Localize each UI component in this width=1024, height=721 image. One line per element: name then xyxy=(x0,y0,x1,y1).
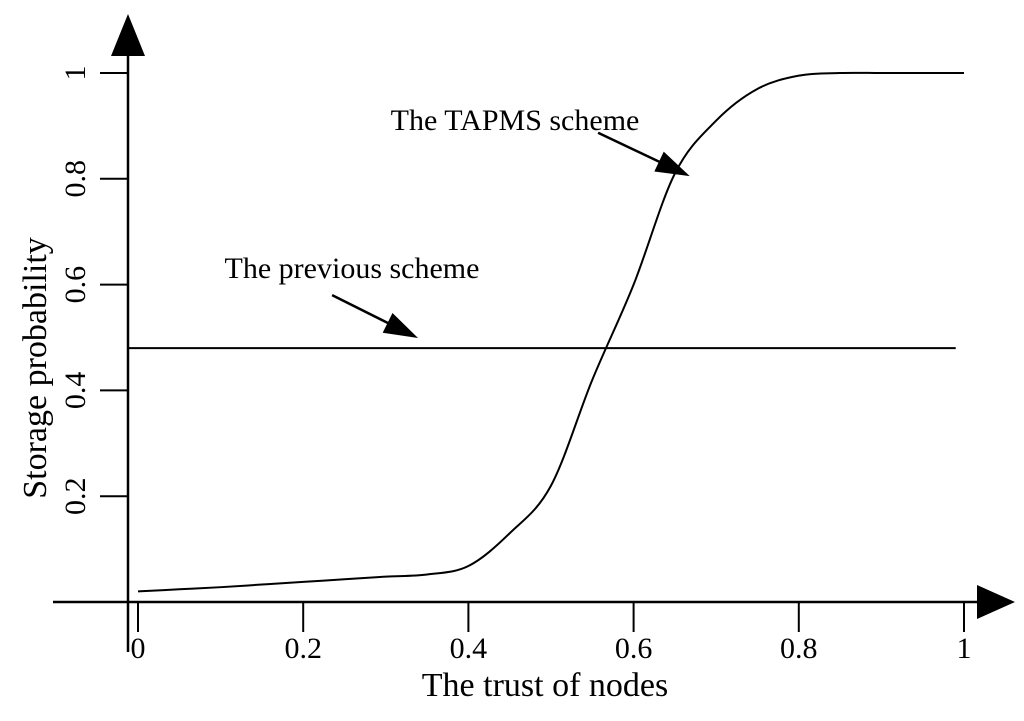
y-tick-label: 1 xyxy=(59,66,92,81)
annotation-tapms-arrow-line xyxy=(597,131,664,165)
x-tick-label: 0.4 xyxy=(450,632,488,665)
series-tapms-curve xyxy=(137,71,964,593)
x-tick-label: 0 xyxy=(131,632,146,665)
y-tick-label: 0.6 xyxy=(59,266,92,304)
x-tick-label: 0.2 xyxy=(284,632,322,665)
y-tick-label: 0.8 xyxy=(59,160,92,198)
y-axis-arrowhead-icon xyxy=(111,14,145,56)
y-tick-label: 0.4 xyxy=(59,372,92,410)
x-axis-title: The trust of nodes xyxy=(421,667,669,704)
x-tick-label: 0.8 xyxy=(780,632,818,665)
annotation-tapms-arrow-head-icon xyxy=(654,151,690,177)
annotation-previous-arrow-head-icon xyxy=(382,313,419,339)
x-tick-label: 1 xyxy=(957,632,972,665)
y-tick-label: 0.2 xyxy=(59,477,92,515)
x-axis-arrowhead-icon xyxy=(977,585,1015,619)
annotation-previous-label: The previous scheme xyxy=(224,252,480,285)
annotation-tapms-label: The TAPMS scheme xyxy=(390,104,640,137)
y-axis-title: Storage probability xyxy=(17,237,54,499)
x-tick-label: 0.6 xyxy=(615,632,653,665)
annotation-previous-arrow-line xyxy=(331,294,392,326)
